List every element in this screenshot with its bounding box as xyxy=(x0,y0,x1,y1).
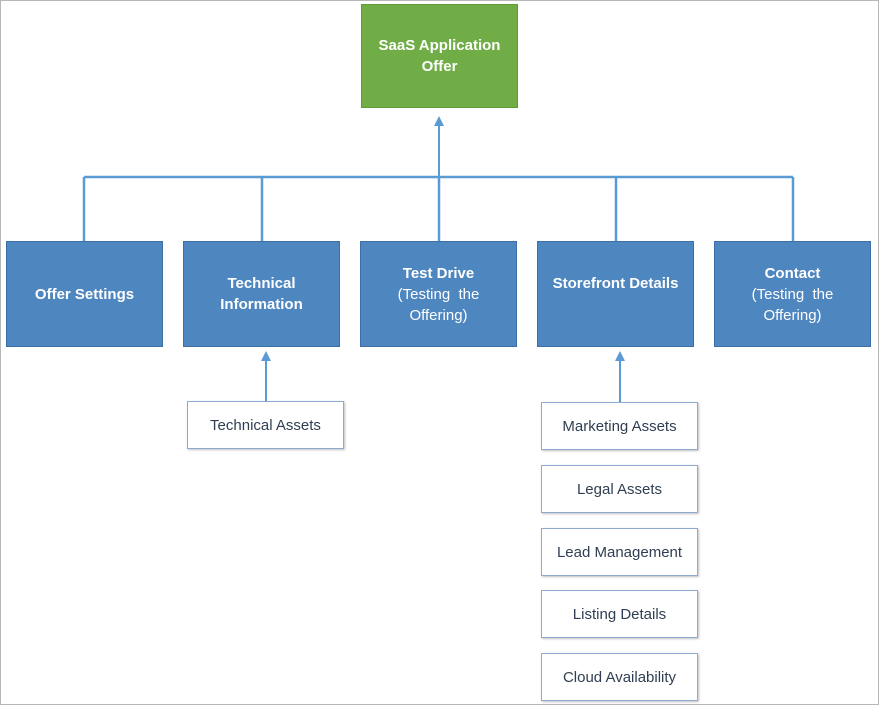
category-label: Storefront Details xyxy=(552,275,679,292)
category-node-contact: Contact (Testing the Offering) xyxy=(714,241,871,347)
category-node-storefront-details: Storefront Details xyxy=(537,241,694,347)
asset-box-legal-assets: Legal Assets xyxy=(541,465,698,513)
root-node-saas-application-offer: SaaS Application Offer xyxy=(361,4,518,108)
category-node-test-drive: Test Drive (Testing the Offering) xyxy=(360,241,517,347)
asset-box-cloud-availability: Cloud Availability xyxy=(541,653,698,701)
category-sublabel: (Testing the xyxy=(397,285,480,303)
asset-label: Marketing Assets xyxy=(562,417,677,435)
asset-label: Technical Assets xyxy=(210,416,321,434)
category-node-technical-information: Technical Information xyxy=(183,241,340,347)
category-sublabel-line2: Offering) xyxy=(763,306,822,324)
category-sublabel: (Testing the xyxy=(751,285,834,303)
category-label: Test Drive xyxy=(402,264,475,282)
category-label: Technical xyxy=(227,275,296,292)
root-node-label-line2: Offer xyxy=(421,58,458,75)
category-label-line2: Information xyxy=(220,296,303,313)
asset-label: Cloud Availability xyxy=(562,668,677,686)
asset-box-marketing-assets: Marketing Assets xyxy=(541,402,698,450)
category-sublabel-line2: Offering) xyxy=(409,306,468,324)
asset-label: Legal Assets xyxy=(576,480,663,498)
asset-label: Lead Management xyxy=(556,543,683,561)
category-node-offer-settings: Offer Settings xyxy=(6,241,163,347)
category-label: Contact xyxy=(764,264,821,282)
asset-box-listing-details: Listing Details xyxy=(541,590,698,638)
asset-label: Listing Details xyxy=(572,605,667,623)
asset-box-lead-management: Lead Management xyxy=(541,528,698,576)
root-node-label-line1: SaaS Application xyxy=(378,37,501,54)
category-label: Offer Settings xyxy=(34,285,135,303)
asset-box-technical-assets: Technical Assets xyxy=(187,401,344,449)
